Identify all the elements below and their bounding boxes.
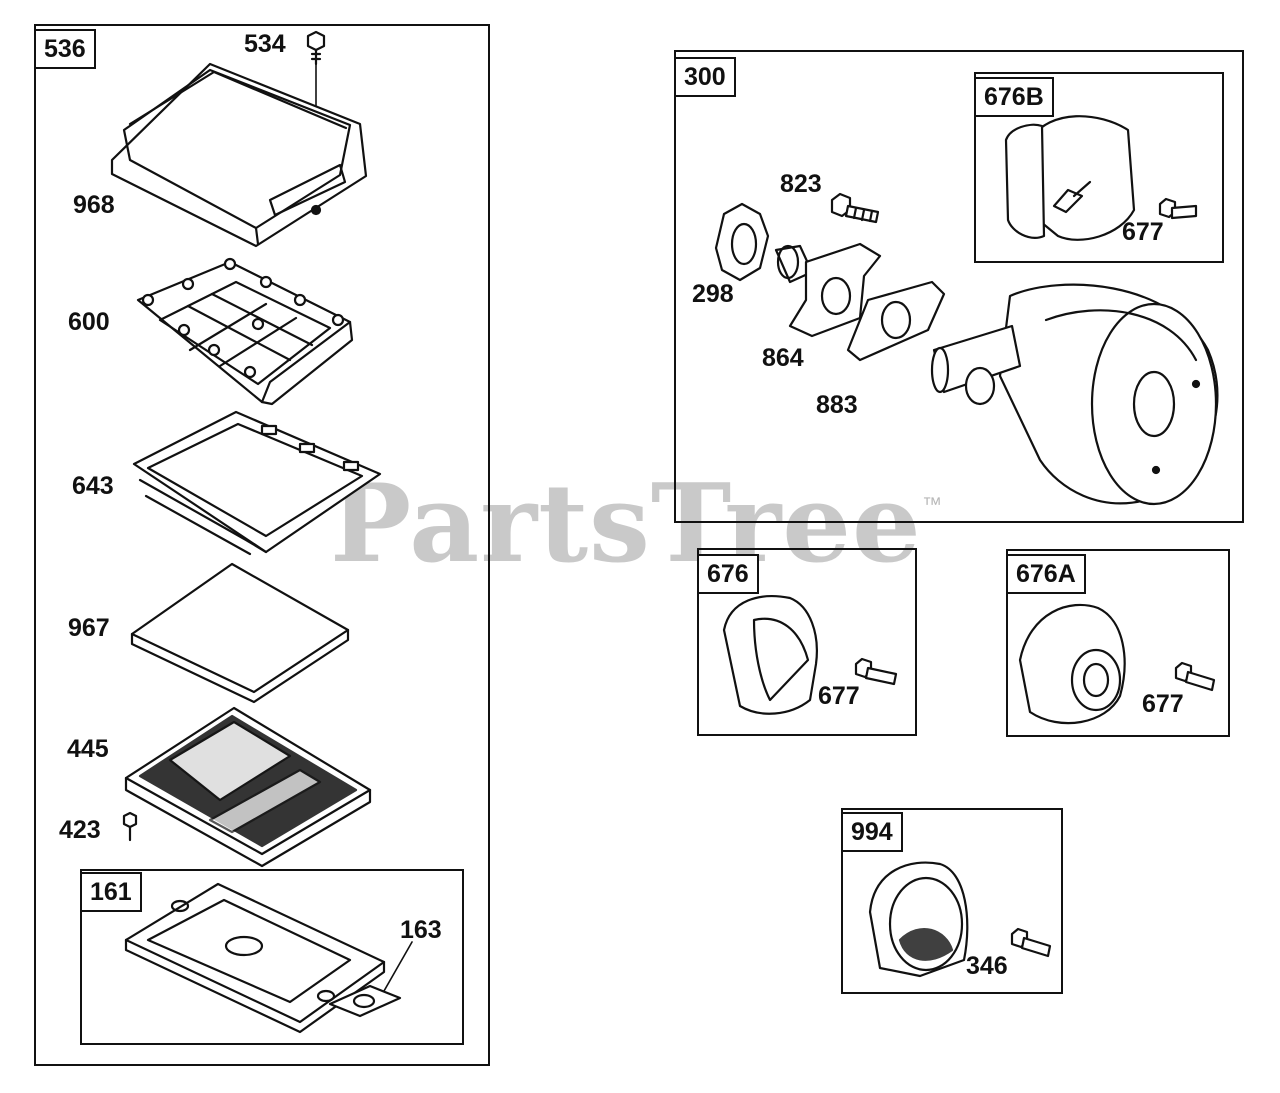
- part-label-864[interactable]: 864: [762, 344, 804, 372]
- part-label-346[interactable]: 346: [966, 952, 1008, 980]
- part-label-967[interactable]: 967: [68, 614, 110, 642]
- part-label-600[interactable]: 600: [68, 308, 110, 336]
- muffler-guard-676B-icon[interactable]: [1004, 115, 1198, 241]
- group-676A-tag[interactable]: 676A: [1006, 554, 1086, 594]
- part-label-677-676A[interactable]: 677: [1142, 690, 1184, 718]
- group-676-tag[interactable]: 676: [697, 554, 759, 594]
- lock-nut-298-icon[interactable]: [714, 202, 770, 282]
- part-label-423[interactable]: 423: [59, 816, 101, 844]
- group-536-tag[interactable]: 536: [34, 29, 96, 69]
- group-676-frame: [697, 548, 917, 736]
- group-300-tag[interactable]: 300: [674, 57, 736, 97]
- spark-arrester-994-icon[interactable]: [868, 861, 1052, 978]
- group-994-frame: [841, 808, 1063, 994]
- part-label-445[interactable]: 445: [67, 735, 109, 763]
- gasket-163-icon[interactable]: [328, 984, 402, 1018]
- part-label-298[interactable]: 298: [692, 280, 734, 308]
- air-cleaner-cover-968-icon[interactable]: [110, 62, 368, 248]
- part-label-163[interactable]: 163: [400, 916, 442, 944]
- group-161-frame: [80, 869, 464, 1045]
- group-161-tag[interactable]: 161: [80, 872, 142, 912]
- air-filter-cartridge-445-icon[interactable]: [124, 706, 372, 868]
- part-label-883[interactable]: 883: [816, 391, 858, 419]
- retainer-grid-600-icon[interactable]: [136, 257, 354, 406]
- air-cleaner-base-161-icon[interactable]: [124, 882, 386, 1034]
- group-676B-tag[interactable]: 676B: [974, 77, 1054, 117]
- group-676B-frame: [974, 72, 1224, 263]
- muffler-300-icon[interactable]: [930, 283, 1219, 506]
- part-label-823[interactable]: 823: [780, 170, 822, 198]
- group-536-frame: [34, 24, 490, 1066]
- group-300-frame: [674, 50, 1244, 523]
- pre-cleaner-967-icon[interactable]: [130, 562, 350, 704]
- bolt-823-icon[interactable]: [830, 192, 880, 224]
- trademark-symbol: ™: [922, 494, 942, 516]
- deflector-676A-icon[interactable]: [1018, 603, 1216, 725]
- deflector-676-icon[interactable]: [722, 595, 898, 715]
- part-label-534[interactable]: 534: [244, 30, 286, 58]
- exhaust-gasket-883-icon[interactable]: [846, 280, 946, 362]
- bolt-534-icon[interactable]: [306, 30, 326, 66]
- part-label-677-676[interactable]: 677: [818, 682, 860, 710]
- seal-frame-643-icon[interactable]: [132, 410, 382, 556]
- part-label-643[interactable]: 643: [72, 472, 114, 500]
- group-994-tag[interactable]: 994: [841, 812, 903, 852]
- part-label-968[interactable]: 968: [73, 191, 115, 219]
- screw-423-icon[interactable]: [122, 811, 138, 842]
- group-676A-frame: [1006, 549, 1230, 737]
- part-label-677-676B[interactable]: 677: [1122, 218, 1164, 246]
